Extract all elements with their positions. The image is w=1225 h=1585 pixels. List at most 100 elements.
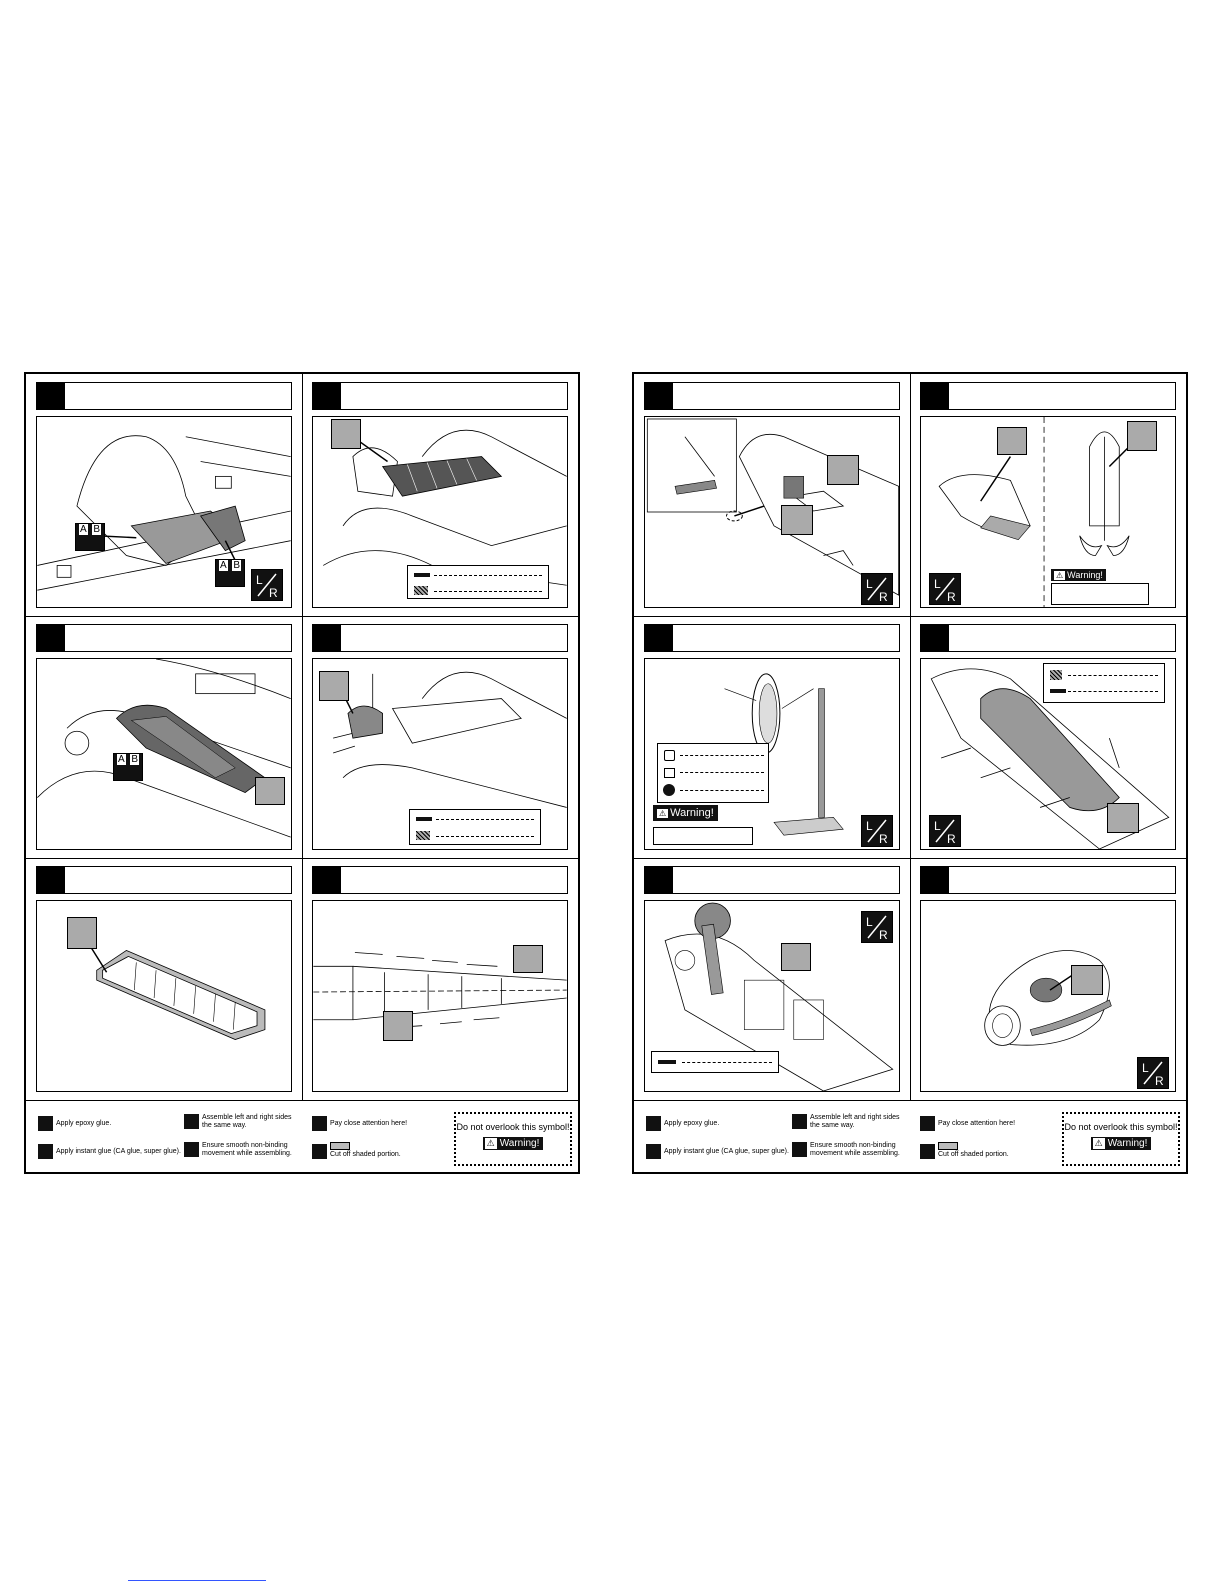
left-right-icon: L R <box>861 815 893 847</box>
step-number-badge <box>37 867 65 893</box>
step-trim-hatch <box>26 858 302 1100</box>
warning-badge: ⚠Warning! <box>653 805 718 821</box>
step-header <box>644 866 900 894</box>
ab-a-label: A <box>219 560 228 571</box>
attention-hand-icon <box>312 1116 327 1131</box>
step-boom-alignment <box>302 858 578 1100</box>
ab-b-label: B <box>232 560 241 571</box>
pay-attention-icon <box>781 943 811 971</box>
attention-hand-icon <box>920 1116 935 1131</box>
screw-icon <box>416 817 432 821</box>
cockpit-install-drawing <box>664 902 894 1091</box>
lr-r: R <box>879 832 888 846</box>
left-right-icon: L R <box>861 911 893 943</box>
epoxy-glue-icon <box>646 1116 661 1131</box>
step-illustration <box>312 900 568 1092</box>
legend-epoxy-text: Apply epoxy glue. <box>56 1120 112 1127</box>
step-wheel-strut: ⚠Warning! L R <box>634 616 910 858</box>
step-wing-fillet: A B A B L R <box>26 374 302 616</box>
lr-l: L <box>934 577 941 591</box>
sheet-divider <box>634 1100 1186 1101</box>
step-nacelle-hatch <box>302 374 578 616</box>
step-header <box>644 624 900 652</box>
epoxy-glue-ab-icon: A B <box>215 559 245 587</box>
step-header <box>36 382 292 410</box>
cut-shade-swatch <box>938 1142 958 1150</box>
nacelle-fairing-drawing <box>37 659 291 838</box>
canopy-trim-drawing <box>938 417 1140 607</box>
step-illustration: A B <box>36 658 292 850</box>
lr-l: L <box>866 819 873 833</box>
instant-glue-icon <box>38 1144 53 1159</box>
parts-callout <box>409 809 541 845</box>
hatched-part-icon <box>414 586 428 595</box>
pay-attention-icon <box>781 505 813 535</box>
lr-r: R <box>947 590 956 604</box>
warning-badge: ⚠Warning! <box>482 1137 544 1150</box>
sheet-divider <box>302 374 303 1100</box>
left-right-icon: L R <box>1137 1057 1169 1089</box>
step-gear-bracket: L R <box>634 374 910 616</box>
legend-instant-text: Apply instant glue (CA glue, super glue)… <box>56 1148 181 1155</box>
step-number-badge <box>921 383 949 409</box>
sheet-divider <box>634 616 1186 617</box>
cut-off-icon <box>920 1144 935 1159</box>
hatched-part-icon <box>1050 670 1062 680</box>
lr-l: L <box>256 573 263 587</box>
legend-smooth-text: Ensure smooth non-binding movement while… <box>202 1142 292 1157</box>
step-illustration: L R <box>920 658 1176 850</box>
warning-triangle-icon: ⚠ <box>1092 1138 1105 1149</box>
pay-attention-icon <box>827 455 859 485</box>
assemble-lr-icon <box>792 1114 807 1129</box>
warning-note-box <box>1051 583 1149 605</box>
ab-a-label: A <box>117 754 126 765</box>
step-nacelle-cover <box>302 616 578 858</box>
warning-badge: ⚠Warning! <box>1090 1137 1152 1150</box>
step-number-badge <box>921 625 949 651</box>
boom-alignment-drawing <box>313 952 567 1029</box>
do-not-overlook-text: Do not overlook this symbol! <box>1064 1122 1178 1132</box>
pay-attention-icon <box>255 777 285 805</box>
legend-cut-text: Cut off shaded portion. <box>330 1151 401 1158</box>
hatched-part-icon <box>416 831 430 840</box>
warning-triangle-icon: ⚠ <box>1054 571 1066 580</box>
step-number-badge <box>37 625 65 651</box>
step-number-badge <box>313 625 341 651</box>
step-number-badge <box>645 625 673 651</box>
step-header <box>312 382 568 410</box>
lr-l: L <box>866 915 873 929</box>
cut-off-icon <box>67 917 97 949</box>
step-header <box>920 624 1176 652</box>
warning-label: Warning! <box>670 807 714 819</box>
do-not-overlook-text: Do not overlook this symbol! <box>456 1122 570 1132</box>
step-header <box>312 624 568 652</box>
nacelle-hatch-drawing <box>323 429 567 586</box>
step-header <box>312 866 568 894</box>
footer-link-underline[interactable] <box>128 1580 266 1581</box>
symbol-legend: Apply epoxy glue. Apply instant glue (CA… <box>634 1104 1186 1172</box>
sheet-divider <box>910 374 911 1100</box>
warning-triangle-icon: ⚠ <box>657 809 669 818</box>
lr-r: R <box>879 590 888 604</box>
legend-attention-text: Pay close attention here! <box>330 1120 408 1127</box>
wheel-icon <box>663 784 675 796</box>
left-right-icon: L R <box>929 815 961 847</box>
parts-callout <box>657 743 769 803</box>
pay-attention-icon <box>1107 803 1139 833</box>
nut-icon <box>664 750 675 761</box>
assemble-lr-icon <box>184 1114 199 1129</box>
step-illustration: A B A B L R <box>36 416 292 608</box>
step-number-badge <box>645 383 673 409</box>
legend-assemble-text: Assemble left and right sides the same w… <box>202 1114 292 1129</box>
epoxy-glue-icon <box>38 1116 53 1131</box>
ab-b-label: B <box>130 754 139 765</box>
lr-l: L <box>866 577 873 591</box>
screw-icon <box>658 1060 676 1064</box>
legend-assemble-text: Assemble left and right sides the same w… <box>810 1114 900 1129</box>
warning-label: Warning! <box>1107 1138 1148 1149</box>
collar-icon <box>664 768 675 778</box>
step-number-badge <box>313 383 341 409</box>
step-illustration: L R ⚠Warning! <box>920 416 1176 608</box>
step-illustration <box>312 658 568 850</box>
step-header <box>920 866 1176 894</box>
